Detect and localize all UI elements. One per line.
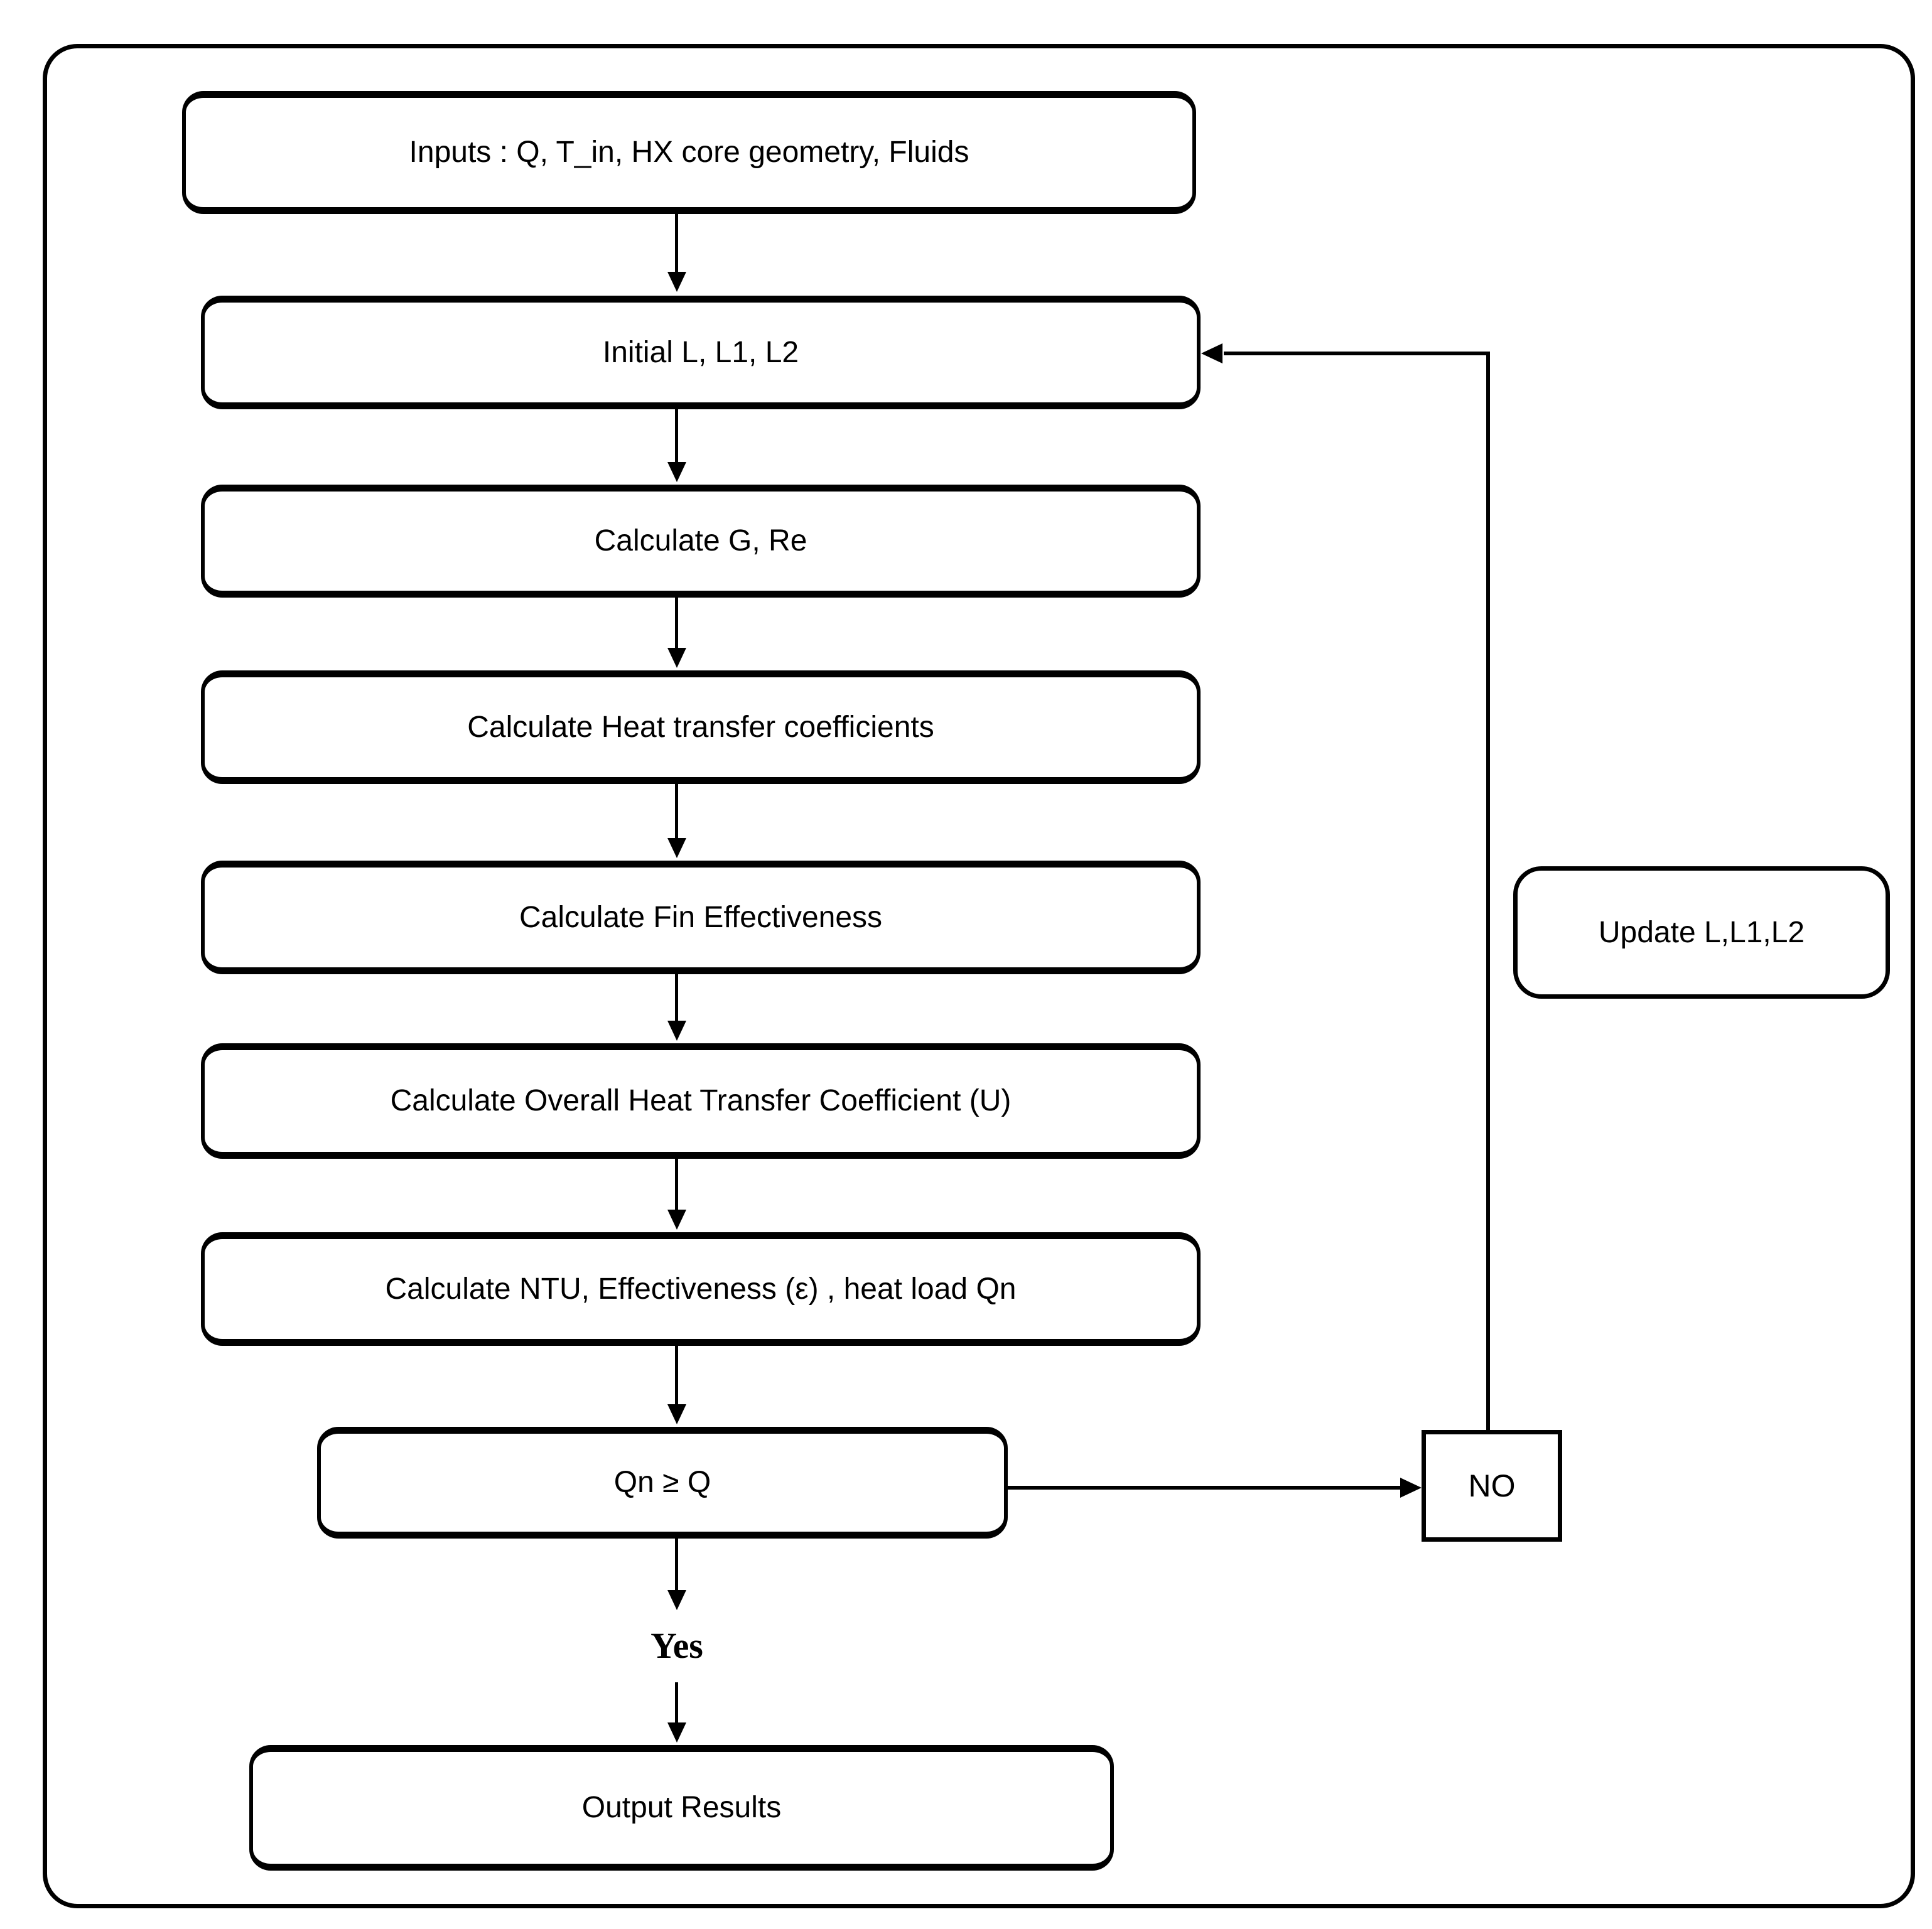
edge-fin-to-u-arrowhead-icon [667, 1021, 686, 1041]
edge-decision-to-yes-arrowhead-icon [667, 1590, 686, 1610]
edge-yes-to-output-line [675, 1682, 678, 1725]
edge-initial-to-g-re-arrowhead-icon [667, 462, 686, 482]
node-calculate-g-re: Calculate G, Re [201, 485, 1201, 598]
node-calculate-ntu-label: Calculate NTU, Effectiveness (ε) , heat … [385, 1272, 1017, 1306]
edge-u-to-ntu-line [675, 1159, 678, 1212]
edge-decision-to-no-arrowhead-icon [1400, 1478, 1422, 1498]
edge-label-yes: Yes [650, 1625, 703, 1666]
edge-ntu-to-decision-arrowhead-icon [667, 1404, 686, 1424]
edge-g-re-to-htc-line [675, 598, 678, 650]
node-calculate-overall-u-label: Calculate Overall Heat Transfer Coeffici… [390, 1084, 1012, 1117]
node-initial-label: Initial L, L1, L2 [602, 335, 799, 369]
node-update-l-l1-l2-label: Update L,L1,L2 [1598, 915, 1805, 949]
edge-decision-to-yes-line [675, 1539, 678, 1593]
node-decision-qn-ge-q-label: Qn ≥ Q [613, 1466, 711, 1499]
node-inputs: Inputs : Q, T_in, HX core geometry, Flui… [182, 91, 1196, 214]
edge-yes-to-output-arrowhead-icon [667, 1722, 686, 1743]
node-initial: Initial L, L1, L2 [201, 296, 1201, 409]
edge-initial-to-g-re-line [675, 409, 678, 465]
node-output-results: Output Results [249, 1745, 1114, 1871]
node-calculate-heat-transfer-coefficients-label: Calculate Heat transfer coefficients [467, 710, 934, 744]
edge-htc-to-fin-arrowhead-icon [667, 838, 686, 858]
edge-inputs-to-initial-arrowhead-icon [667, 272, 686, 292]
edge-feedback-vertical-line [1486, 352, 1490, 1430]
node-calculate-ntu: Calculate NTU, Effectiveness (ε) , heat … [201, 1232, 1201, 1346]
edge-g-re-to-htc-arrowhead-icon [667, 648, 686, 668]
edge-inputs-to-initial-line [675, 214, 678, 274]
edge-decision-to-no-line [1008, 1486, 1400, 1490]
edge-fin-to-u-line [675, 974, 678, 1023]
node-no-label: NO [1468, 1468, 1516, 1503]
edge-ntu-to-decision-line [675, 1346, 678, 1407]
node-decision-qn-ge-q: Qn ≥ Q [317, 1427, 1008, 1539]
node-calculate-overall-u: Calculate Overall Heat Transfer Coeffici… [201, 1043, 1201, 1159]
node-calculate-fin-effectiveness-label: Calculate Fin Effectiveness [519, 900, 883, 934]
node-calculate-heat-transfer-coefficients: Calculate Heat transfer coefficients [201, 670, 1201, 784]
node-no: NO [1422, 1430, 1562, 1542]
edge-u-to-ntu-arrowhead-icon [667, 1210, 686, 1230]
node-update-l-l1-l2: Update L,L1,L2 [1513, 866, 1890, 999]
edge-feedback-horizontal-line [1224, 352, 1490, 355]
edge-htc-to-fin-line [675, 784, 678, 841]
node-calculate-g-re-label: Calculate G, Re [594, 524, 807, 557]
node-calculate-fin-effectiveness: Calculate Fin Effectiveness [201, 861, 1201, 974]
edge-feedback-arrowhead-icon [1201, 343, 1222, 363]
node-output-results-label: Output Results [581, 1791, 782, 1824]
node-inputs-label: Inputs : Q, T_in, HX core geometry, Flui… [409, 136, 969, 169]
